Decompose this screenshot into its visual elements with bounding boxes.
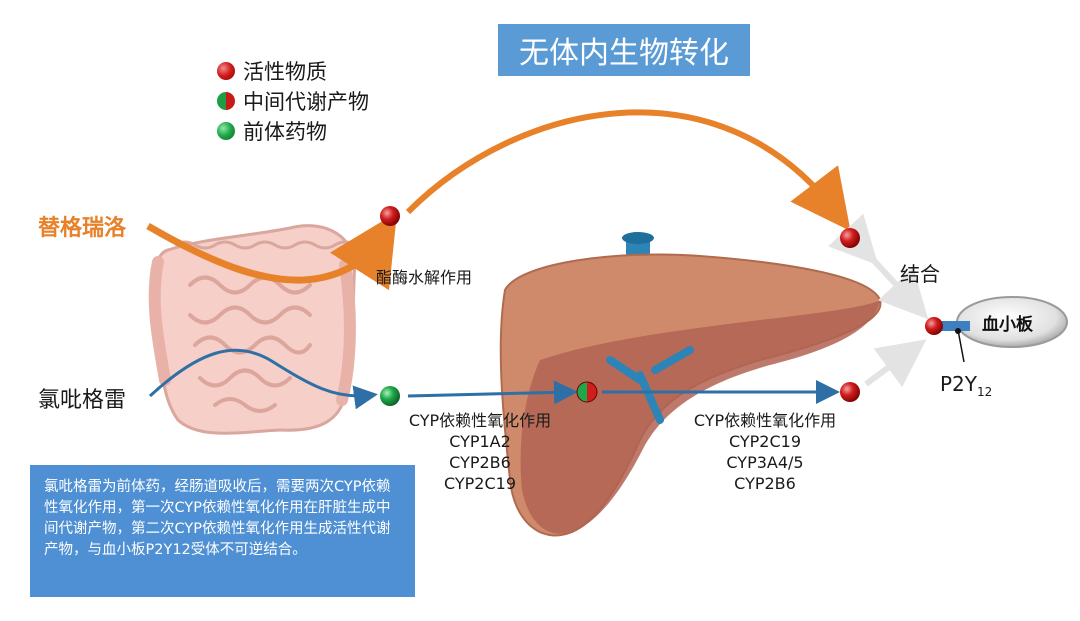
cyp-enzyme: CYP2C19 [443, 474, 517, 493]
ticagrelor-active-dot-icon [380, 206, 400, 226]
ticagrelor-absorption-arrow [146, 212, 398, 291]
legend-label: 前体药物 [243, 120, 327, 144]
first-cyp-block: CYP依赖性氧化作用 CYP1A2 CYP2B6 CYP2C19 [380, 410, 580, 494]
legend-item-prodrug: 前体药物 [217, 116, 369, 146]
binding-arrow-top [828, 213, 929, 320]
green-dot-icon [217, 122, 235, 140]
clopidogrel-label: 氯吡格雷 [38, 388, 127, 413]
clopidogrel-absorption-arrow [148, 348, 378, 410]
platelet-icon [925, 296, 1068, 363]
half-green-red-dot-icon [217, 92, 235, 110]
cyp-enzyme: CYP1A2 [449, 432, 511, 451]
ticagrelor-label: 替格瑞洛 [38, 216, 127, 241]
cyp-enzyme: CYP2B6 [449, 453, 511, 472]
cyp-enzyme: CYP3A4/5 [726, 453, 804, 472]
liver-icon [499, 232, 882, 537]
legend-label: 活性物质 [243, 60, 327, 84]
clopidogrel-prodrug-dot-icon [380, 386, 400, 406]
second-cyp-block: CYP依赖性氧化作用 CYP2C19 CYP3A4/5 CYP2B6 [665, 410, 865, 494]
binding-arrow-bottom [864, 339, 927, 388]
red-dot-icon [217, 62, 235, 80]
info-box: 氯吡格雷为前体药，经肠道吸收后，需要两次CYP依赖性氧化作用，第一次CYP依赖性… [30, 465, 415, 597]
legend-item-intermediate: 中间代谢产物 [217, 86, 369, 116]
binding-label: 结合 [900, 262, 940, 286]
cyp-enzyme: CYP2C19 [728, 432, 802, 451]
receptor-name: P2Y [940, 372, 978, 396]
legend-label: 中间代谢产物 [243, 90, 369, 114]
page-title: 无体内生物转化 [498, 24, 750, 76]
no-biotransformation-arrow [405, 109, 851, 232]
active-dot-top-icon [840, 228, 860, 248]
intermediate-metabolite-dot-icon [576, 381, 598, 403]
legend: 活性物质 中间代谢产物 前体药物 [217, 56, 369, 146]
intestine-icon [148, 224, 357, 435]
cyp-enzyme: CYP2B6 [734, 474, 796, 493]
ester-hydrolysis-label: 酯酶水解作用 [376, 268, 473, 287]
p2y12-receptor-label: P2Y12 [940, 372, 992, 399]
first-cyp-arrow [407, 380, 578, 405]
cyp-heading: CYP依赖性氧化作用 [408, 411, 552, 430]
cyp-heading: CYP依赖性氧化作用 [693, 411, 837, 430]
receptor-subscript: 12 [977, 385, 993, 399]
legend-item-active: 活性物质 [217, 56, 369, 86]
clopidogrel-active-dot-icon [840, 382, 860, 402]
platelet-label: 血小板 [982, 315, 1033, 335]
